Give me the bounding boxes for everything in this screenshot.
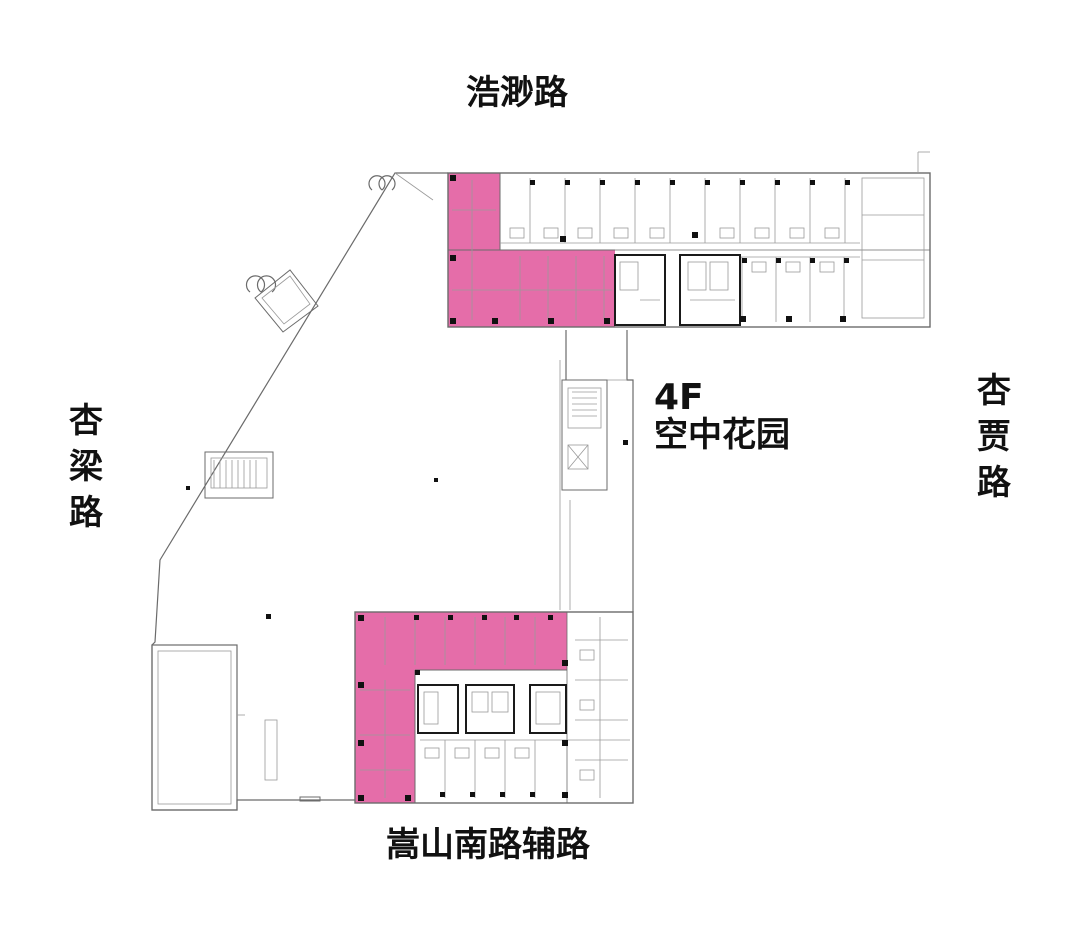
highlight-south bbox=[355, 612, 567, 803]
garden-core bbox=[561, 379, 608, 491]
road-label-west: 杏梁路 bbox=[69, 401, 103, 533]
terrace-stair bbox=[204, 451, 274, 499]
spiral-ramp-lower bbox=[245, 269, 319, 333]
road-label-east: 杏贾路 bbox=[977, 371, 1011, 503]
floor-number: 4F bbox=[654, 377, 704, 418]
north-block bbox=[447, 151, 931, 328]
road-label-south: 嵩山南路辅路 bbox=[386, 825, 590, 865]
floor-name: 空中花园 bbox=[654, 415, 790, 455]
pavilion-block bbox=[151, 644, 278, 811]
spiral-ramp-upper bbox=[368, 175, 396, 191]
terrace-columns bbox=[186, 440, 628, 802]
south-block bbox=[354, 611, 634, 804]
road-label-north: 浩渺路 bbox=[466, 73, 568, 113]
floor-label: 4F 空中花园 bbox=[654, 377, 790, 455]
